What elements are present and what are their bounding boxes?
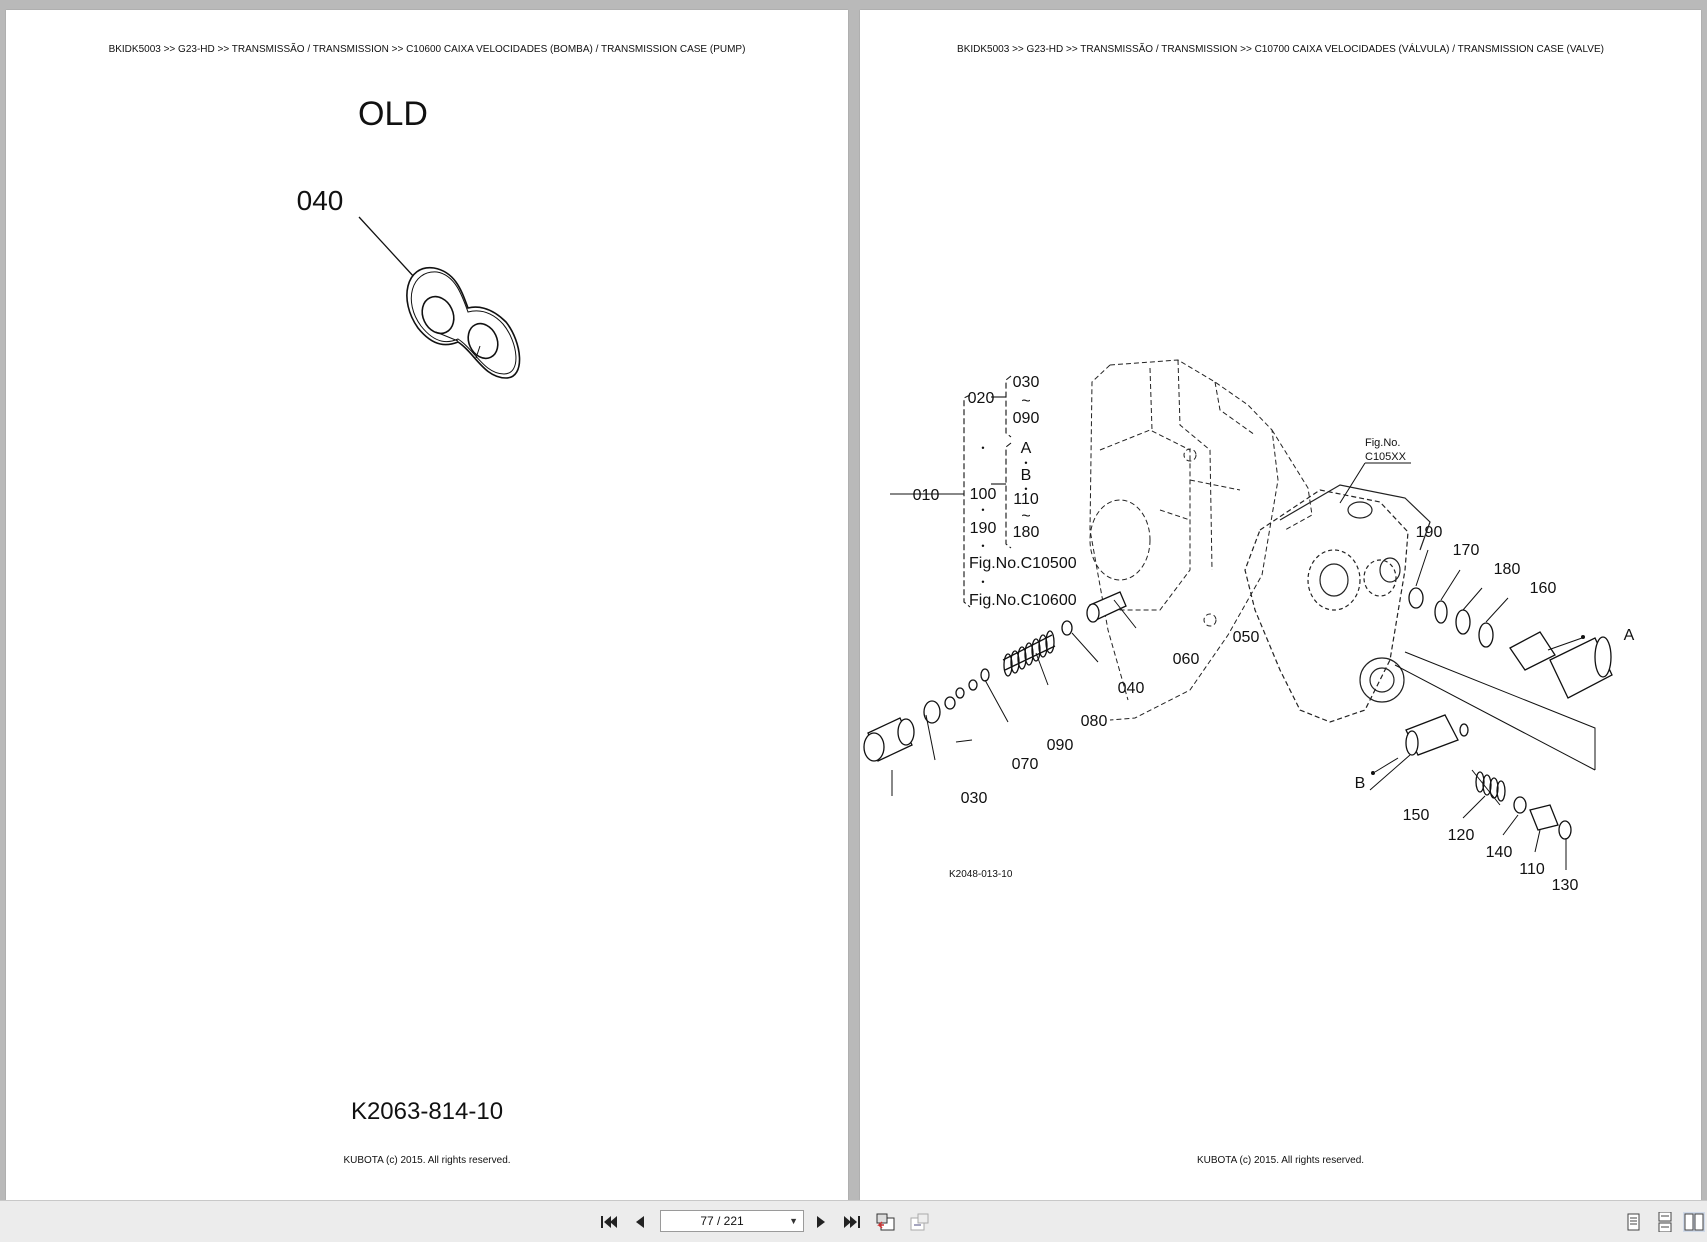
single-page-view-button[interactable] (1622, 1212, 1644, 1232)
legend-dot: • (1024, 484, 1027, 494)
next-page-icon (817, 1216, 825, 1228)
callout-130: 130 (1552, 877, 1579, 894)
single-page-view-icon (1627, 1213, 1640, 1231)
page-breadcrumb: BKIDK5003 >> G23-HD >> TRANSMISSÃO / TRA… (108, 44, 746, 55)
legend-180: 180 (1013, 524, 1040, 541)
go-back-view-icon (876, 1213, 895, 1231)
page-number-field[interactable]: 77 / 221 ▼ (660, 1210, 804, 1232)
legend-A: A (1021, 440, 1032, 457)
callout-160: 160 (1530, 580, 1557, 597)
legend-dot: • (981, 443, 984, 453)
callout-150: 150 (1403, 807, 1430, 824)
parts-legend (890, 375, 1012, 608)
continuous-view-button[interactable] (1654, 1211, 1676, 1233)
callout-040: 040 (1118, 680, 1145, 697)
callout-B: B (1355, 775, 1366, 792)
page-breadcrumb: BKIDK5003 >> G23-HD >> TRANSMISSÃO / TRA… (957, 44, 1604, 55)
fig-ref-code: C105XX (1365, 451, 1407, 463)
next-page-button[interactable] (810, 1212, 832, 1232)
gasket-plate-drawing (406, 267, 521, 379)
figure-code: K2048-013-10 (949, 869, 1013, 880)
callout-110: 110 (1519, 861, 1545, 878)
legend-dot: • (981, 505, 984, 515)
first-page-icon (601, 1216, 617, 1228)
last-page-icon (844, 1216, 860, 1228)
legend-020: 020 (968, 390, 995, 407)
callout-060: 060 (1173, 651, 1200, 668)
go-forward-view-icon (910, 1213, 929, 1231)
document-page-left: BKIDK5003 >> G23-HD >> TRANSMISSÃO / TRA… (6, 10, 848, 1200)
document-page-right: BKIDK5003 >> G23-HD >> TRANSMISSÃO / TRA… (860, 10, 1701, 1200)
copyright-text: KUBOTA (c) 2015. All rights reserved. (1196, 1155, 1365, 1166)
figure-code: K2063-814-10 (350, 1098, 504, 1125)
callout-050: 050 (1233, 629, 1260, 646)
valve-parts-left (863, 591, 1127, 762)
valve-body-drawing (1244, 484, 1431, 723)
legend-030: 030 (1013, 374, 1040, 391)
page-indicator: 77 / 221 (700, 1214, 744, 1228)
callout-170: 170 (1453, 542, 1480, 559)
callout-030: 030 (961, 790, 988, 807)
transmission-housing-drawing (1089, 359, 1313, 721)
callout-leader (358, 216, 416, 279)
fig-ref-label: Fig.No. (1365, 437, 1400, 449)
part-callout: 040 (297, 185, 344, 216)
callout-120: 120 (1448, 827, 1475, 844)
legend-100: 100 (970, 486, 997, 503)
callout-180: 180 (1494, 561, 1521, 578)
legend-dot: • (981, 577, 984, 587)
continuous-view-icon (1658, 1211, 1672, 1233)
copyright-text: KUBOTA (c) 2015. All rights reserved. (343, 1155, 511, 1166)
legend-190: 190 (970, 520, 997, 537)
legend-fig-c10500: Fig.No.C10500 (969, 555, 1077, 572)
figure-heading: OLD (358, 95, 428, 133)
two-page-view-button[interactable] (1683, 1212, 1705, 1232)
go-forward-view-button[interactable] (908, 1212, 930, 1232)
legend-dot: • (1024, 458, 1027, 468)
chevron-down-icon[interactable]: ▼ (789, 1216, 798, 1226)
callout-140: 140 (1486, 844, 1513, 861)
valve-parts-right (1394, 587, 1613, 840)
prev-page-icon (636, 1216, 644, 1228)
legend-110: 110 (1013, 491, 1039, 508)
exploded-view-diagram: 010 020 030 ~ 090 • A • B 100 • 110 • ~ … (863, 359, 1635, 894)
callout-070: 070 (1012, 756, 1039, 773)
legend-dot: • (981, 541, 984, 551)
legend-tilde: ~ (1021, 508, 1030, 525)
callout-080: 080 (1081, 713, 1108, 730)
first-page-button[interactable] (598, 1212, 620, 1232)
two-page-view-icon (1683, 1212, 1705, 1232)
legend-fig-c10600: Fig.No.C10600 (969, 592, 1077, 609)
callout-A: A (1624, 627, 1635, 644)
viewer-toolbar: 77 / 221 ▼ (0, 1200, 1707, 1242)
go-back-view-button[interactable] (875, 1212, 897, 1232)
legend-010: 010 (913, 487, 940, 504)
legend-B: B (1021, 467, 1032, 484)
callout-090: 090 (1047, 737, 1074, 754)
legend-090: 090 (1013, 410, 1040, 427)
legend-tilde: ~ (1021, 393, 1030, 410)
last-page-button[interactable] (841, 1212, 863, 1232)
callout-190: 190 (1416, 524, 1443, 541)
part-figure-old: OLD 040 (297, 95, 521, 379)
prev-page-button[interactable] (629, 1212, 651, 1232)
